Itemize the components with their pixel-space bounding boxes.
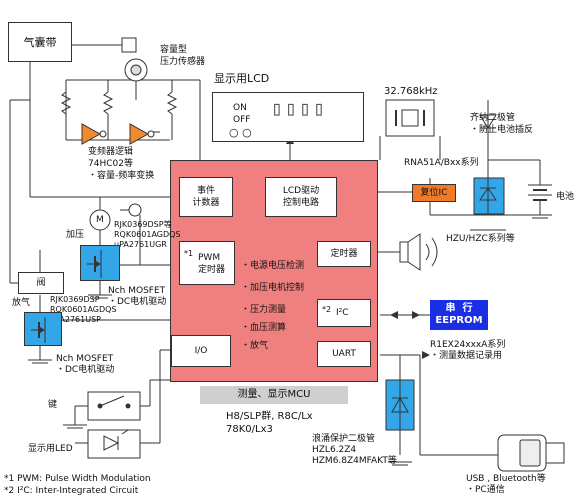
mosfet-top-caption: Nch MOSFET ・DC电机驱动 <box>108 286 167 307</box>
battery-label: 电池 <box>556 192 575 202</box>
lcd-title: 显示用LCD <box>214 72 270 85</box>
mosfet-left-parts: RJK0369DSP RQK0601AGDQS uPA2761USP <box>50 295 117 324</box>
hzu-series-label: HZU/HZC系列等 <box>446 234 515 244</box>
uart-box: UART <box>317 341 371 367</box>
inverter-logic-label: 变频器逻辑 74HC02等 ・容量-频率变换 <box>88 147 155 181</box>
function-item: ・放气 <box>241 341 269 351</box>
lcd-on-label: ON <box>233 103 247 113</box>
tvs-diode-label: 浪涌保护二极管 HZL6.2Z4 HZM6.8Z4MFAKT等 <box>312 434 397 466</box>
airbag-label: 气囊带 <box>23 35 57 49</box>
function-item: ・电源电压检测 <box>241 261 305 271</box>
valve-label: 阀 <box>36 277 46 288</box>
motor-symbol-label: M <box>96 215 104 225</box>
pwm-timer-box: *1 PWM 定时器 <box>179 241 235 285</box>
function-item: ・压力测量 <box>241 305 287 315</box>
mcu-caption-box: 测量、显示MCU <box>200 386 348 404</box>
pump-label: 加压 <box>66 230 85 240</box>
mcu-caption: 测量、显示MCU <box>237 389 311 400</box>
airbag-box: 气囊带 <box>8 22 72 62</box>
i2c-label: I²C <box>336 308 349 318</box>
usb-label: USB , Bluetooth等 ・PC通信 <box>466 474 546 495</box>
rna-series-label: RNA51A/Bxx系列 <box>404 158 479 168</box>
event-counter-label: 事件 计数器 <box>192 186 220 208</box>
mosfet-top-parts: RJK0369DSP等 RQK0601AGDQS uPA2761UGR <box>114 220 181 249</box>
crystal-frequency: 32.768kHz <box>384 86 438 97</box>
display-led-label: 显示用LED <box>28 444 73 454</box>
eeprom-label: 串 行 EEPROM <box>435 303 483 326</box>
reset-ic-label: 复位IC <box>420 187 448 198</box>
mcu-block: 事件 计数器 LCD驱动 控制电路 *1 PWM 定时器 ・电源电压检测 ・加压… <box>170 160 378 382</box>
lcd-digits-icon: ▯▯▯▯ <box>271 96 328 120</box>
timer-label: 定时器 <box>330 248 358 259</box>
event-counter-box: 事件 计数器 <box>179 177 233 217</box>
mosfet-left-caption: Nch MOSFET ・DC电机驱动 <box>56 354 115 375</box>
lcd-buttons-icon: ○ ○ <box>229 126 252 139</box>
pwm-footnote-mark: *1 <box>184 249 194 258</box>
i2c-footnote-mark: *2 <box>322 305 332 314</box>
reset-ic-box: 复位IC <box>412 184 456 202</box>
io-label: I/O <box>194 345 208 356</box>
exhaust-label: 放气 <box>12 298 31 308</box>
mosfet-left-icon <box>31 317 46 343</box>
pressure-sensor-label: 容量型 压力传感器 <box>160 45 206 67</box>
function-item: ・加压电机控制 <box>241 283 305 293</box>
zener-diode-label: 齐纳二极管 ・防止电池插反 <box>470 113 534 135</box>
mosfet-top-box <box>80 245 120 281</box>
function-item: ・血压测算 <box>241 323 287 333</box>
timer-box: 定时器 <box>317 241 371 267</box>
lcd-off-label: OFF <box>233 115 251 125</box>
mcu-series-label: H8/SLP群, R8C/Lx 78K0/Lx3 <box>226 411 313 435</box>
footnote-i2c: *2 I²C: Inter-Integrated Circuit <box>4 486 139 496</box>
key-label: 键 <box>48 400 58 410</box>
r1ex-series-label: R1EX24xxxA系列 ・测量数据记录用 <box>430 340 506 361</box>
uart-label: UART <box>332 348 356 359</box>
lcd-driver-box: LCD驱动 控制电路 <box>265 177 337 217</box>
footnote-pwm: *1 PWM: Pulse Width Modulation <box>4 474 151 484</box>
pwm-timer-label: PWM 定时器 <box>198 253 226 275</box>
lcd-panel: ON OFF ▯▯▯▯ ○ ○ <box>212 92 364 142</box>
eeprom-box: 串 行 EEPROM <box>430 300 488 330</box>
lcd-driver-label: LCD驱动 控制电路 <box>282 186 320 208</box>
valve-box: 阀 <box>18 272 64 294</box>
i2c-box: *2 I²C <box>317 299 371 327</box>
mosfet-left-box <box>24 312 62 346</box>
io-box: I/O <box>171 335 231 367</box>
mosfet-top-icon <box>87 250 102 278</box>
